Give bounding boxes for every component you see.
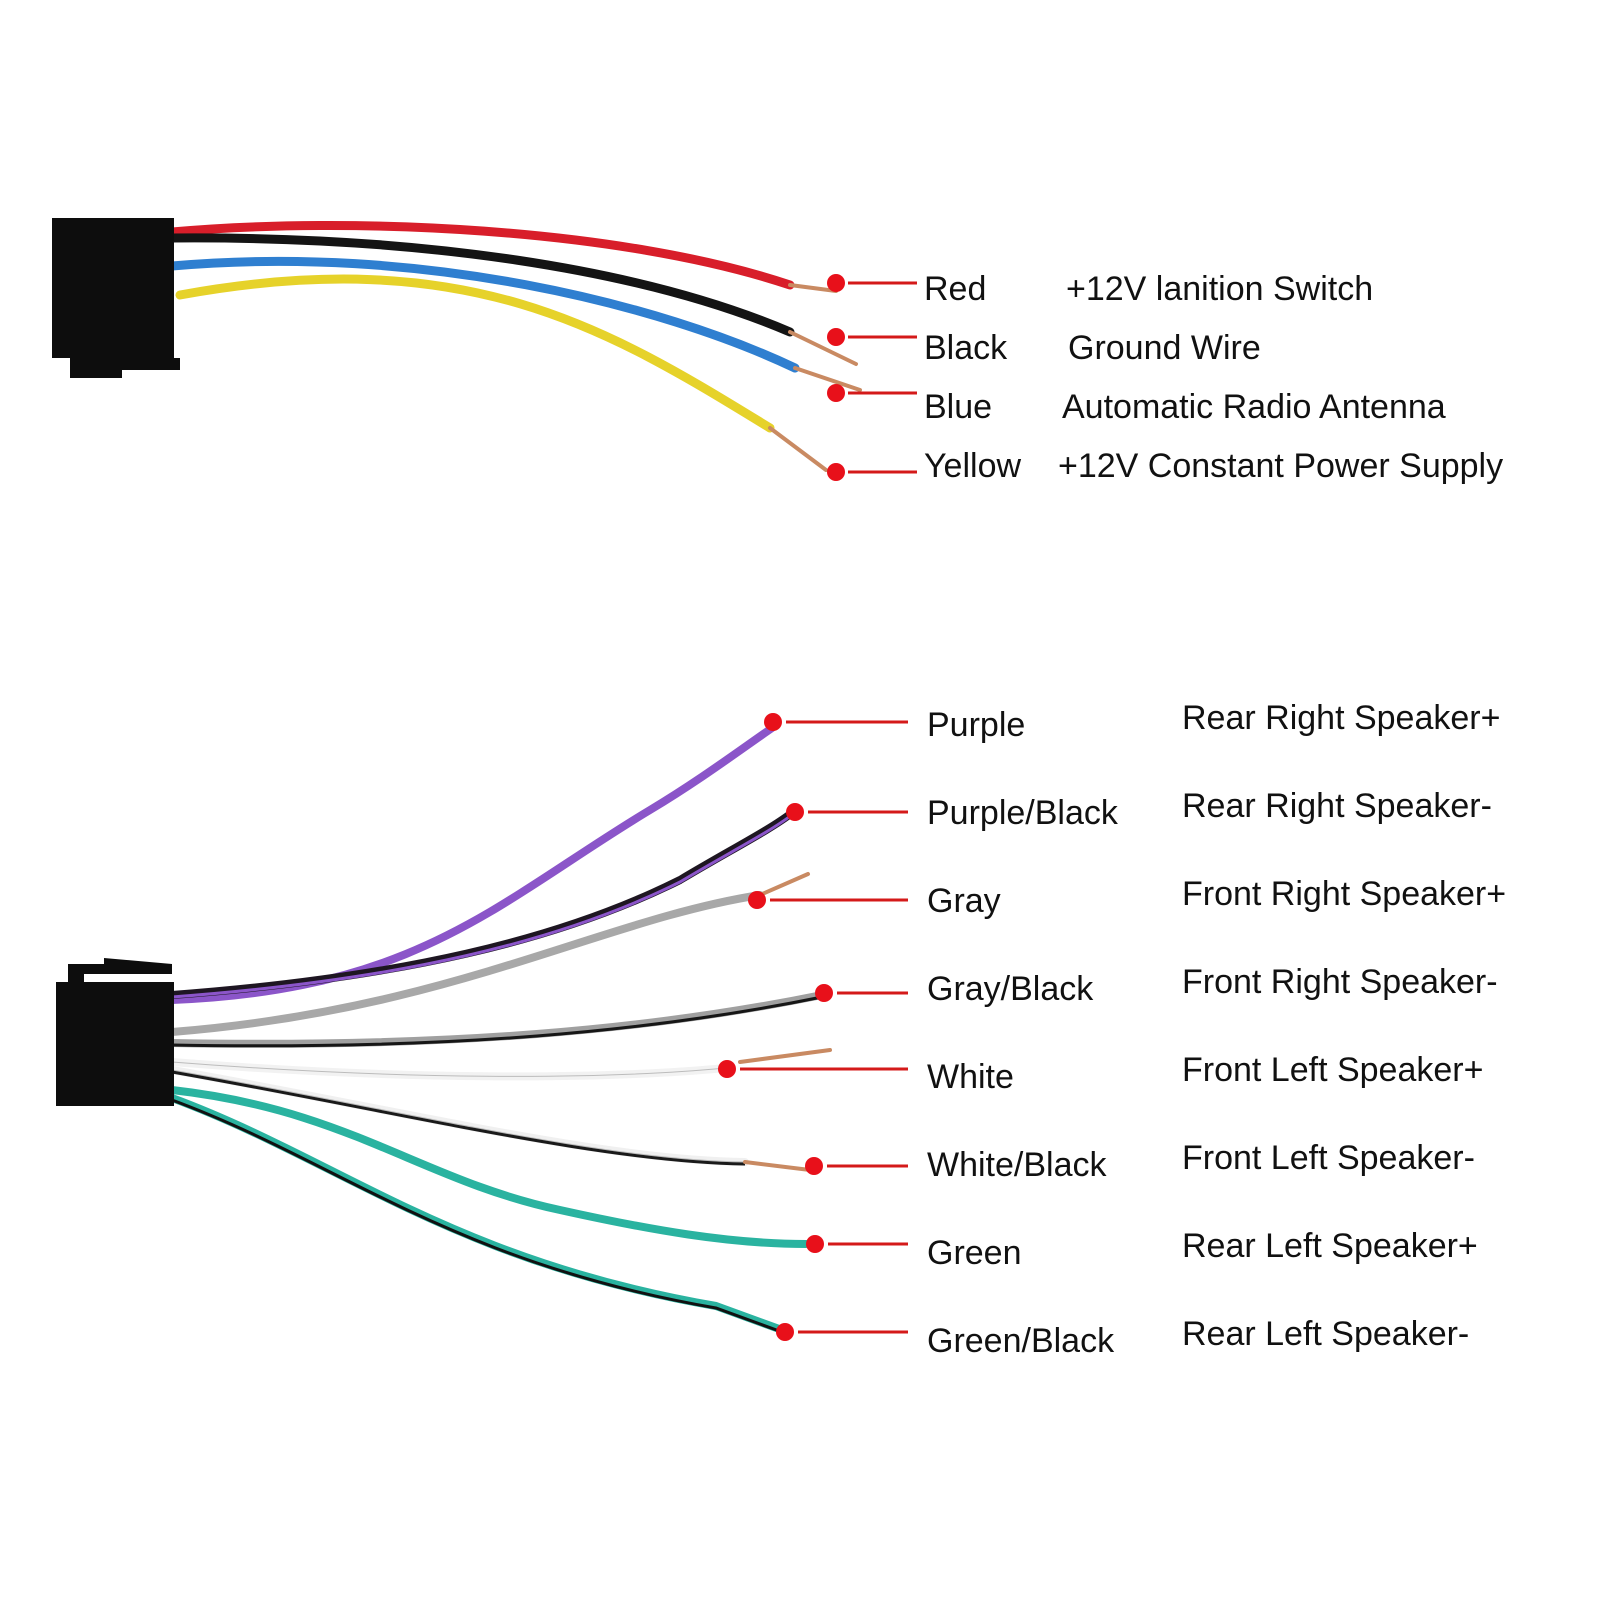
wire-red bbox=[167, 220, 795, 290]
wire-white-outline bbox=[171, 1061, 726, 1077]
wire-function-purple-black: Rear Right Speaker- bbox=[1182, 787, 1492, 825]
marker-dot-green bbox=[806, 1235, 824, 1253]
marker-dot-purple-black bbox=[786, 803, 804, 821]
wire-label-gray: Gray bbox=[927, 882, 1001, 920]
wire-label-red: Red bbox=[924, 270, 987, 308]
wire-function-yellow: +12V Constant Power Supply bbox=[1058, 447, 1504, 485]
wire-function-blue: Automatic Radio Antenna bbox=[1062, 388, 1446, 426]
marker-dot-black bbox=[827, 328, 845, 346]
marker-dot-gray-black bbox=[815, 984, 833, 1002]
marker-dot-green-black bbox=[776, 1323, 794, 1341]
bottom-connector-body bbox=[56, 982, 174, 1106]
wire-label-gray-black: Gray/Black bbox=[927, 970, 1094, 1008]
marker-dot-blue bbox=[827, 384, 845, 402]
wire-function-gray: Front Right Speaker+ bbox=[1182, 875, 1507, 913]
wire-white-black-stripe bbox=[171, 1070, 746, 1166]
wire-black-stripped-end bbox=[788, 330, 858, 366]
wire-blue bbox=[167, 256, 800, 373]
wire-green-black-stripe bbox=[171, 1098, 783, 1334]
wire-label-yellow: Yellow bbox=[924, 447, 1022, 485]
wire-label-green-black: Green/Black bbox=[927, 1322, 1115, 1360]
marker-dot-white-black bbox=[805, 1157, 823, 1175]
wire-label-purple-black: Purple/Black bbox=[927, 794, 1118, 832]
wire-purple-black-stripe bbox=[171, 812, 794, 999]
wire-function-white-black: Front Left Speaker- bbox=[1182, 1139, 1475, 1177]
wire-label-purple: Purple bbox=[927, 706, 1026, 744]
wire-gray bbox=[168, 891, 764, 1036]
wire-gray-black-stripe bbox=[171, 995, 823, 1048]
wire-label-white-black: White/Black bbox=[927, 1146, 1107, 1184]
wire-function-gray-black: Front Right Speaker- bbox=[1182, 963, 1498, 1001]
marker-dot-gray bbox=[748, 891, 766, 909]
wire-function-black: Ground Wire bbox=[1068, 329, 1261, 367]
wire-white-black-stripped-end bbox=[743, 1160, 812, 1172]
wire-function-red: +12V lanition Switch bbox=[1066, 270, 1374, 308]
bottom-connector-latch bbox=[68, 958, 172, 982]
wire-green bbox=[168, 1086, 810, 1248]
wire-gray-black bbox=[168, 991, 826, 1048]
wire-blue-stripped-end bbox=[793, 366, 862, 392]
wire-purple-black bbox=[168, 808, 797, 999]
marker-dot-yellow bbox=[827, 463, 845, 481]
wire-red-stripped-end bbox=[788, 283, 838, 293]
wire-function-green-black: Rear Left Speaker- bbox=[1182, 1315, 1470, 1353]
wire-label-white: White bbox=[927, 1058, 1014, 1096]
wire-black bbox=[167, 233, 795, 337]
wire-function-green: Rear Left Speaker+ bbox=[1182, 1227, 1478, 1265]
wire-function-purple: Rear Right Speaker+ bbox=[1182, 699, 1501, 737]
marker-dot-white bbox=[718, 1060, 736, 1078]
wire-white-stripped-end bbox=[738, 1048, 832, 1064]
top-connector-body bbox=[52, 218, 174, 358]
wire-green-black bbox=[168, 1094, 786, 1334]
wire-label-black: Black bbox=[924, 329, 1008, 367]
wire-white-black bbox=[168, 1066, 749, 1166]
wire-white-black-outline bbox=[171, 1069, 746, 1163]
wire-label-blue: Blue bbox=[924, 388, 993, 426]
marker-dot-purple bbox=[764, 713, 782, 731]
wire-label-green: Green bbox=[927, 1234, 1022, 1272]
wire-function-white: Front Left Speaker+ bbox=[1182, 1051, 1484, 1089]
marker-dot-red bbox=[827, 274, 845, 292]
wire-yellow-stripped-end bbox=[768, 426, 828, 472]
wire-yellow bbox=[175, 274, 775, 433]
top-connector-latch bbox=[70, 358, 180, 378]
wire-gray-stripped-end bbox=[758, 872, 810, 897]
wire-purple bbox=[168, 724, 776, 1004]
